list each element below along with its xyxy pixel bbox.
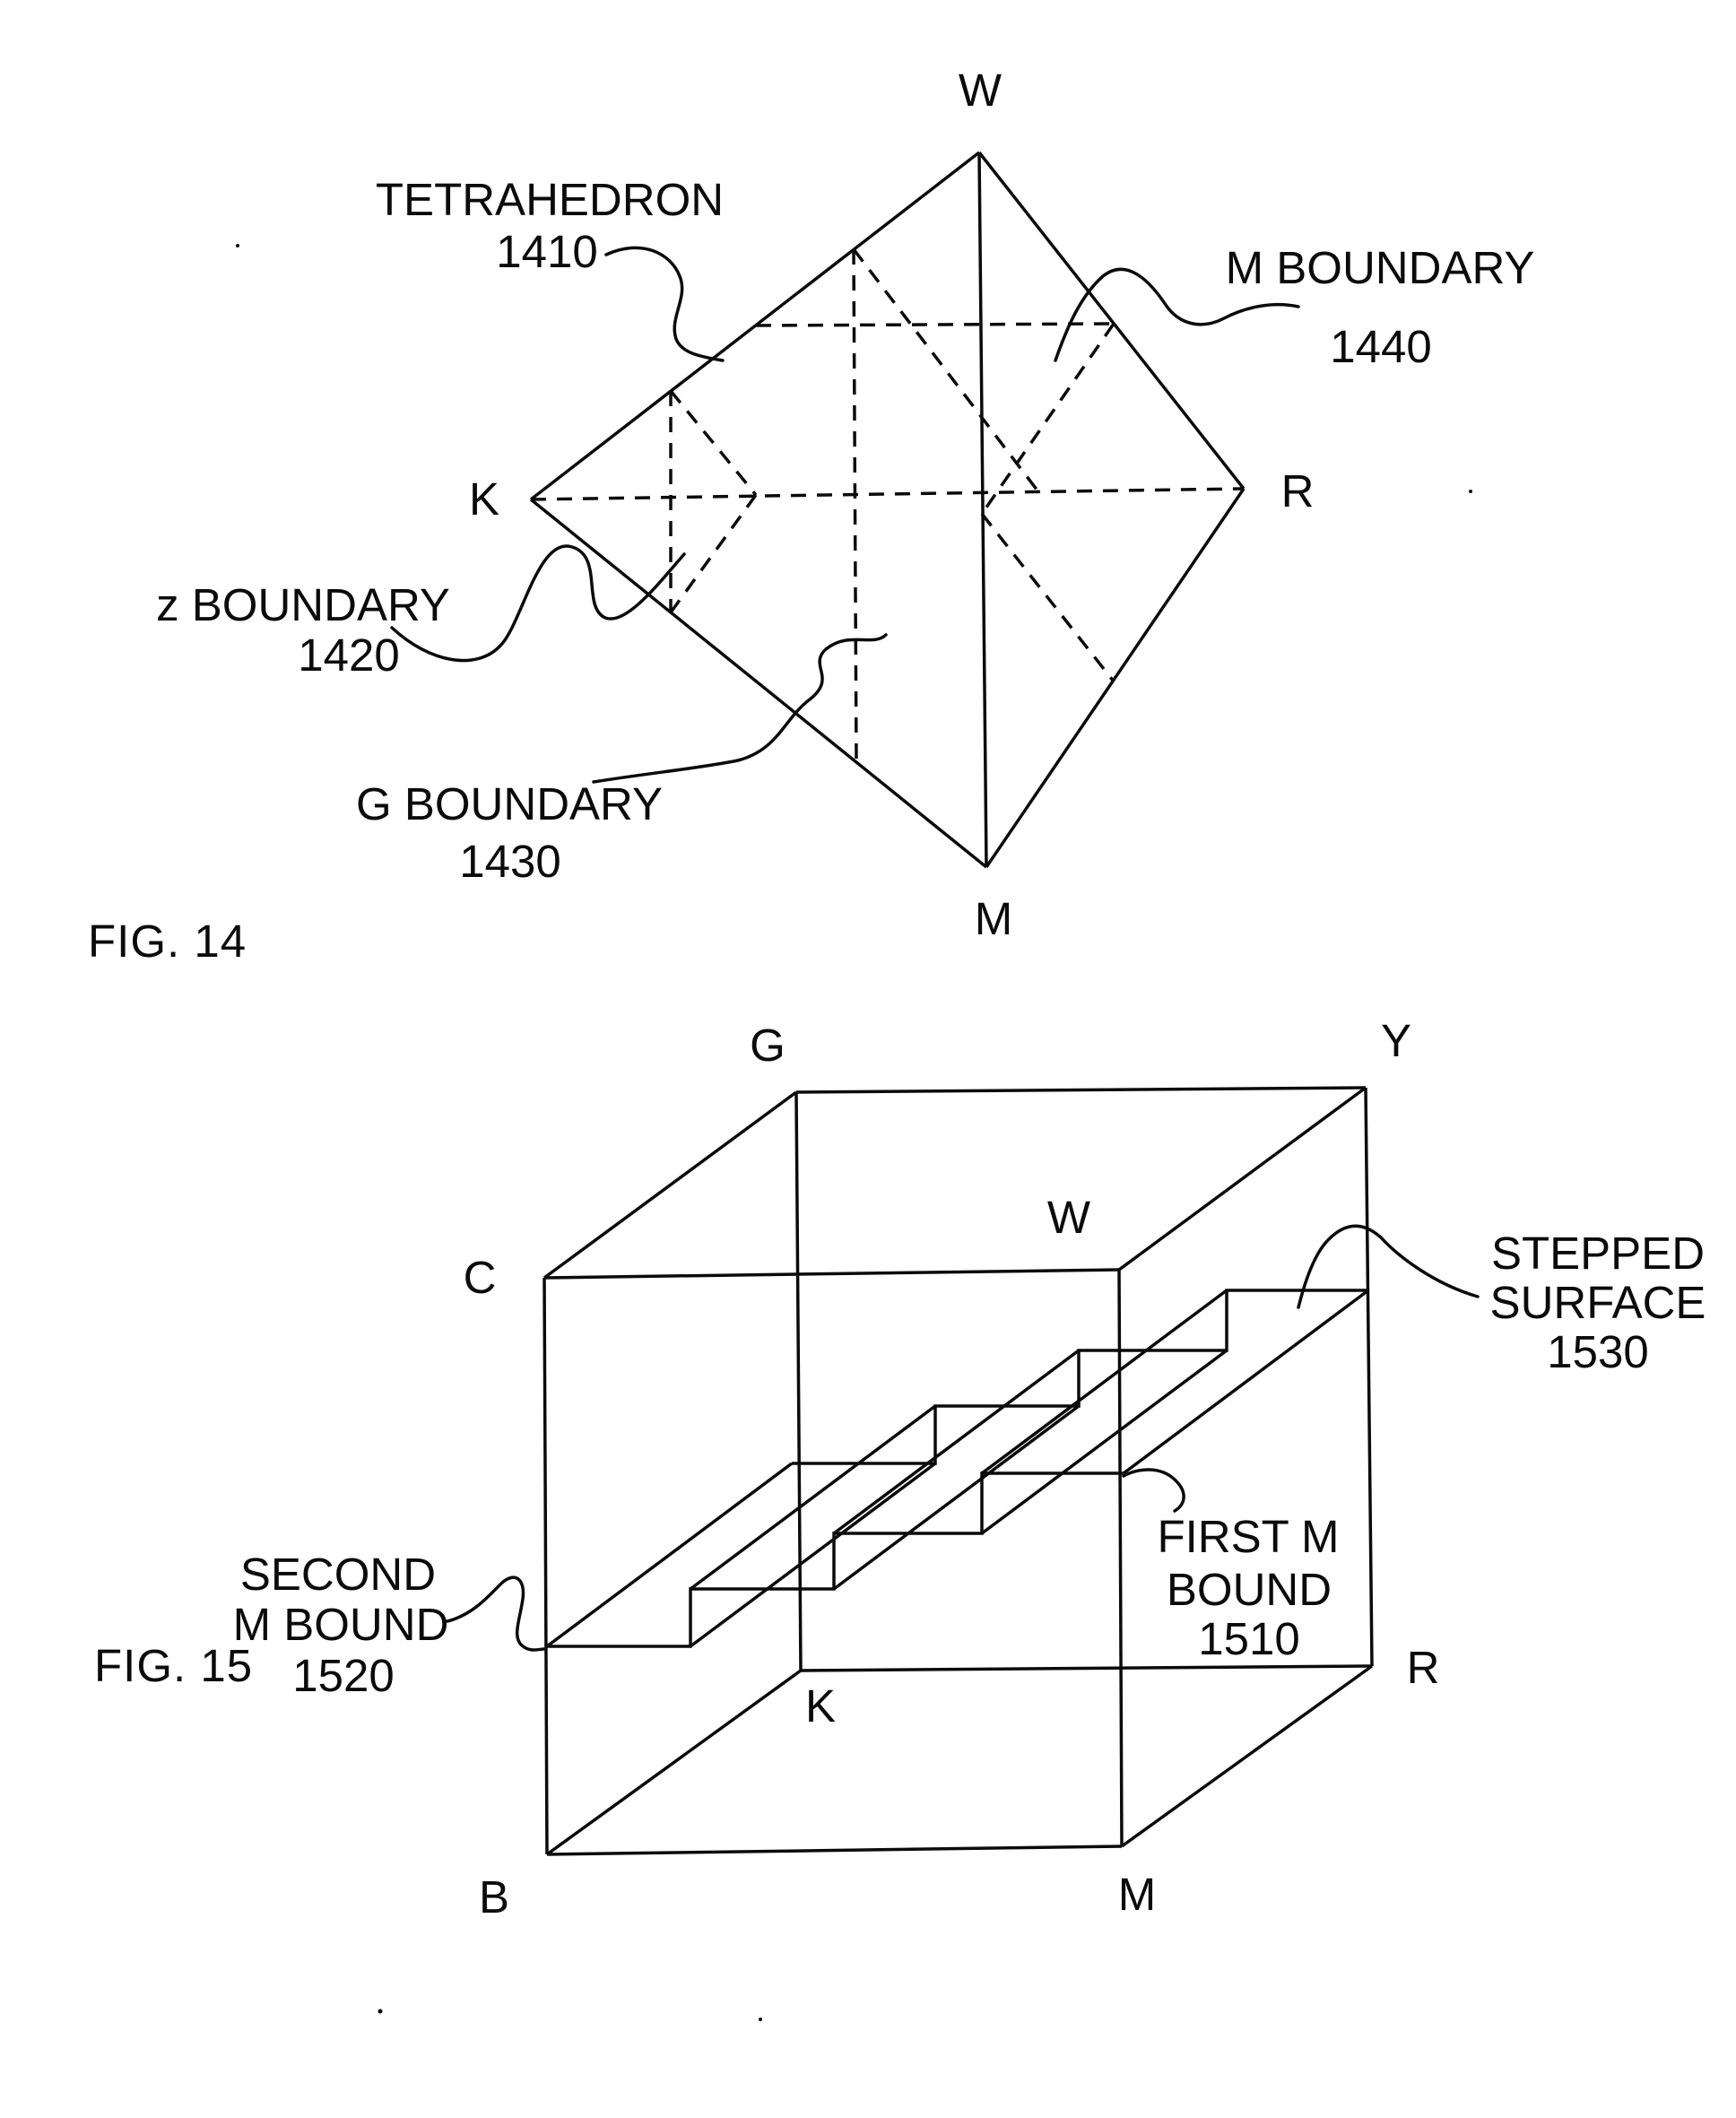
fig15-caption: FIG. 15	[94, 1640, 254, 1691]
fig15-annotation-stepped-surface-1530: 1530	[1547, 1326, 1648, 1377]
fig14-caption: FIG. 14	[88, 916, 247, 967]
fig15-cube-edge	[1120, 1664, 1374, 1848]
fig15-leader-second-m-bound-1520	[446, 1575, 545, 1652]
fig15-vertex-label-c: C	[464, 1252, 497, 1303]
fig14-solid-edge	[977, 152, 988, 868]
fig15-annotation-second-m-bound-1520: 1520	[292, 1650, 394, 1701]
fig15-vertex-label-m: M	[1118, 1869, 1156, 1920]
fig15-vertex-label-r: R	[1407, 1642, 1440, 1693]
fig14-vertex-label-w: W	[959, 65, 1002, 116]
fig15-cube-edge	[542, 1090, 798, 1280]
fig14-dashed-edge	[755, 322, 1115, 327]
fig15-cube-edge	[542, 1277, 549, 1855]
fig14-leader-g-boundary-1430	[592, 633, 888, 784]
fig14-vertex-label-r: R	[1281, 465, 1315, 516]
fig14-vertex-label-k: K	[469, 473, 499, 525]
fig15-cube-edge	[795, 1086, 1367, 1094]
fig15-annotation-stepped-surface-1530: STEPPED	[1491, 1228, 1705, 1279]
fig15-cube-edge	[1364, 1087, 1374, 1667]
fig15-stair-ridge	[689, 1462, 937, 1648]
fig14-annotation-tetrahedron-1410: TETRAHEDRON	[376, 174, 724, 225]
fig14-dashed-edge	[530, 487, 1245, 501]
fig15-cube-edge	[543, 1268, 1120, 1280]
fig14-dashed-edge	[852, 248, 858, 763]
fig15-cube-edge	[1117, 1086, 1367, 1272]
ink-dot	[759, 2018, 762, 2021]
fig15-vertex-label-k: K	[805, 1680, 836, 1732]
fig15-annotation-second-m-bound-1520: M BOUND	[233, 1599, 449, 1650]
fig14-dashed-edge	[980, 512, 1115, 683]
fig15-annotation-first-m-bound-1510: FIRST M	[1157, 1511, 1339, 1562]
fig14-solid-edge	[977, 151, 1246, 490]
fig15-leader-first-m-bound-1510	[1122, 1468, 1185, 1513]
fig14-dashed-edge	[980, 323, 1115, 515]
ink-dot	[508, 788, 511, 792]
ink-dot	[378, 2009, 383, 2014]
fig14-solid-edge	[529, 498, 988, 869]
fig14-annotation-g-boundary-1430: 1430	[459, 836, 560, 887]
fig15-leader-stepped-surface-1530	[1297, 1224, 1480, 1309]
fig15-vertex-label-w: W	[1047, 1192, 1090, 1243]
fig15-annotation-stepped-surface-1530: SURFACE	[1490, 1277, 1706, 1328]
fig14-annotation-z-boundary-1420: z BOUNDARY	[156, 579, 450, 630]
fig14-leader-m-boundary-1440	[1054, 267, 1300, 362]
fig14-vertex-label-m: M	[975, 893, 1012, 944]
fig14-solid-edge	[529, 151, 981, 501]
fig14-solid-edge	[985, 488, 1246, 868]
ink-dot	[1469, 490, 1472, 493]
fig15-cube-edge	[1117, 1269, 1124, 1847]
fig14-annotation-m-boundary-1440: 1440	[1330, 321, 1431, 372]
fig14-dashed-edge	[669, 389, 758, 497]
fig14-annotation-z-boundary-1420: 1420	[298, 629, 399, 681]
fig15-vertex-label-g: G	[750, 1020, 786, 1071]
fig15-stair-ridge	[1122, 1289, 1370, 1475]
fig15-cube-edge	[545, 1669, 803, 1856]
fig15-vertex-label-b: B	[479, 1871, 509, 1923]
fig15-stair-ridge	[980, 1349, 1228, 1535]
fig15-cube-edge	[800, 1664, 1373, 1672]
fig15-annotation-second-m-bound-1520: SECOND	[240, 1549, 436, 1600]
fig15-cube-edge	[546, 1845, 1123, 1856]
fig15-vertex-label-y: Y	[1381, 1015, 1411, 1066]
fig15-stair-ridge	[545, 1462, 794, 1648]
fig14-annotation-tetrahedron-1410: 1410	[496, 226, 597, 277]
fig15-annotation-first-m-bound-1510: BOUND	[1167, 1564, 1332, 1615]
fig15-cube-edge	[794, 1091, 803, 1671]
fig14-annotation-m-boundary-1440: M BOUNDARY	[1226, 242, 1535, 293]
fig14-leader-tetrahedron-1410	[604, 246, 725, 362]
fig15-stair-front-profile	[547, 1471, 1124, 1648]
fig14-leader-z-boundary-1420	[390, 544, 686, 663]
fig14-annotation-g-boundary-1430: G BOUNDARY	[356, 778, 663, 829]
fig15-stair-ridge	[980, 1289, 1228, 1475]
fig15-stair-back-profile	[792, 1289, 1368, 1465]
fig15-stair-ridge	[832, 1349, 1081, 1535]
ink-dot	[236, 244, 239, 247]
fig15-stair-ridge	[689, 1404, 937, 1591]
fig14-dashed-edge	[852, 247, 1042, 496]
fig15-annotation-first-m-bound-1510: 1510	[1198, 1613, 1299, 1664]
fig15-stair-ridge	[832, 1404, 1081, 1591]
